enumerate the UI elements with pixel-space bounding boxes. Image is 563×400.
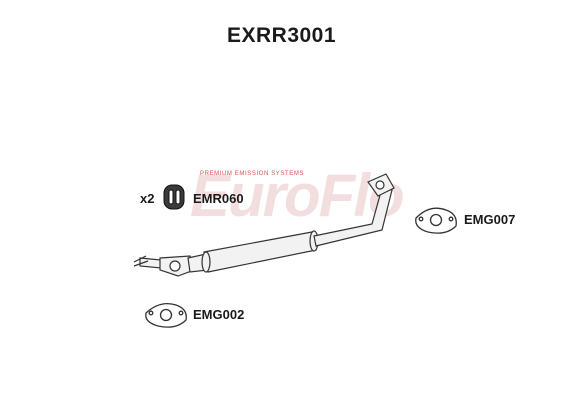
gasket-emg002-icon (145, 302, 187, 328)
euroflo-watermark-logo: EuroFlo (190, 162, 405, 229)
rubber-mount-icon (163, 184, 185, 210)
watermark-tagline: PREMIUM EMISSION SYSTEMS (200, 171, 305, 177)
mount-quantity: x2 (140, 191, 155, 206)
part-number-title: EXRR3001 (226, 24, 337, 47)
rear-pipe (313, 187, 393, 247)
gasket-rear-code-label: EMG007 (464, 212, 516, 227)
mount-code-label: EMR060 (193, 191, 244, 206)
svg-text:EuroFlo: EuroFlo (190, 162, 403, 229)
middle-silencer (203, 231, 317, 273)
gasket-front-code-label: EMG002 (193, 307, 245, 322)
gasket-emg007-icon (415, 207, 457, 234)
exhaust-pipe-assembly (133, 173, 395, 277)
